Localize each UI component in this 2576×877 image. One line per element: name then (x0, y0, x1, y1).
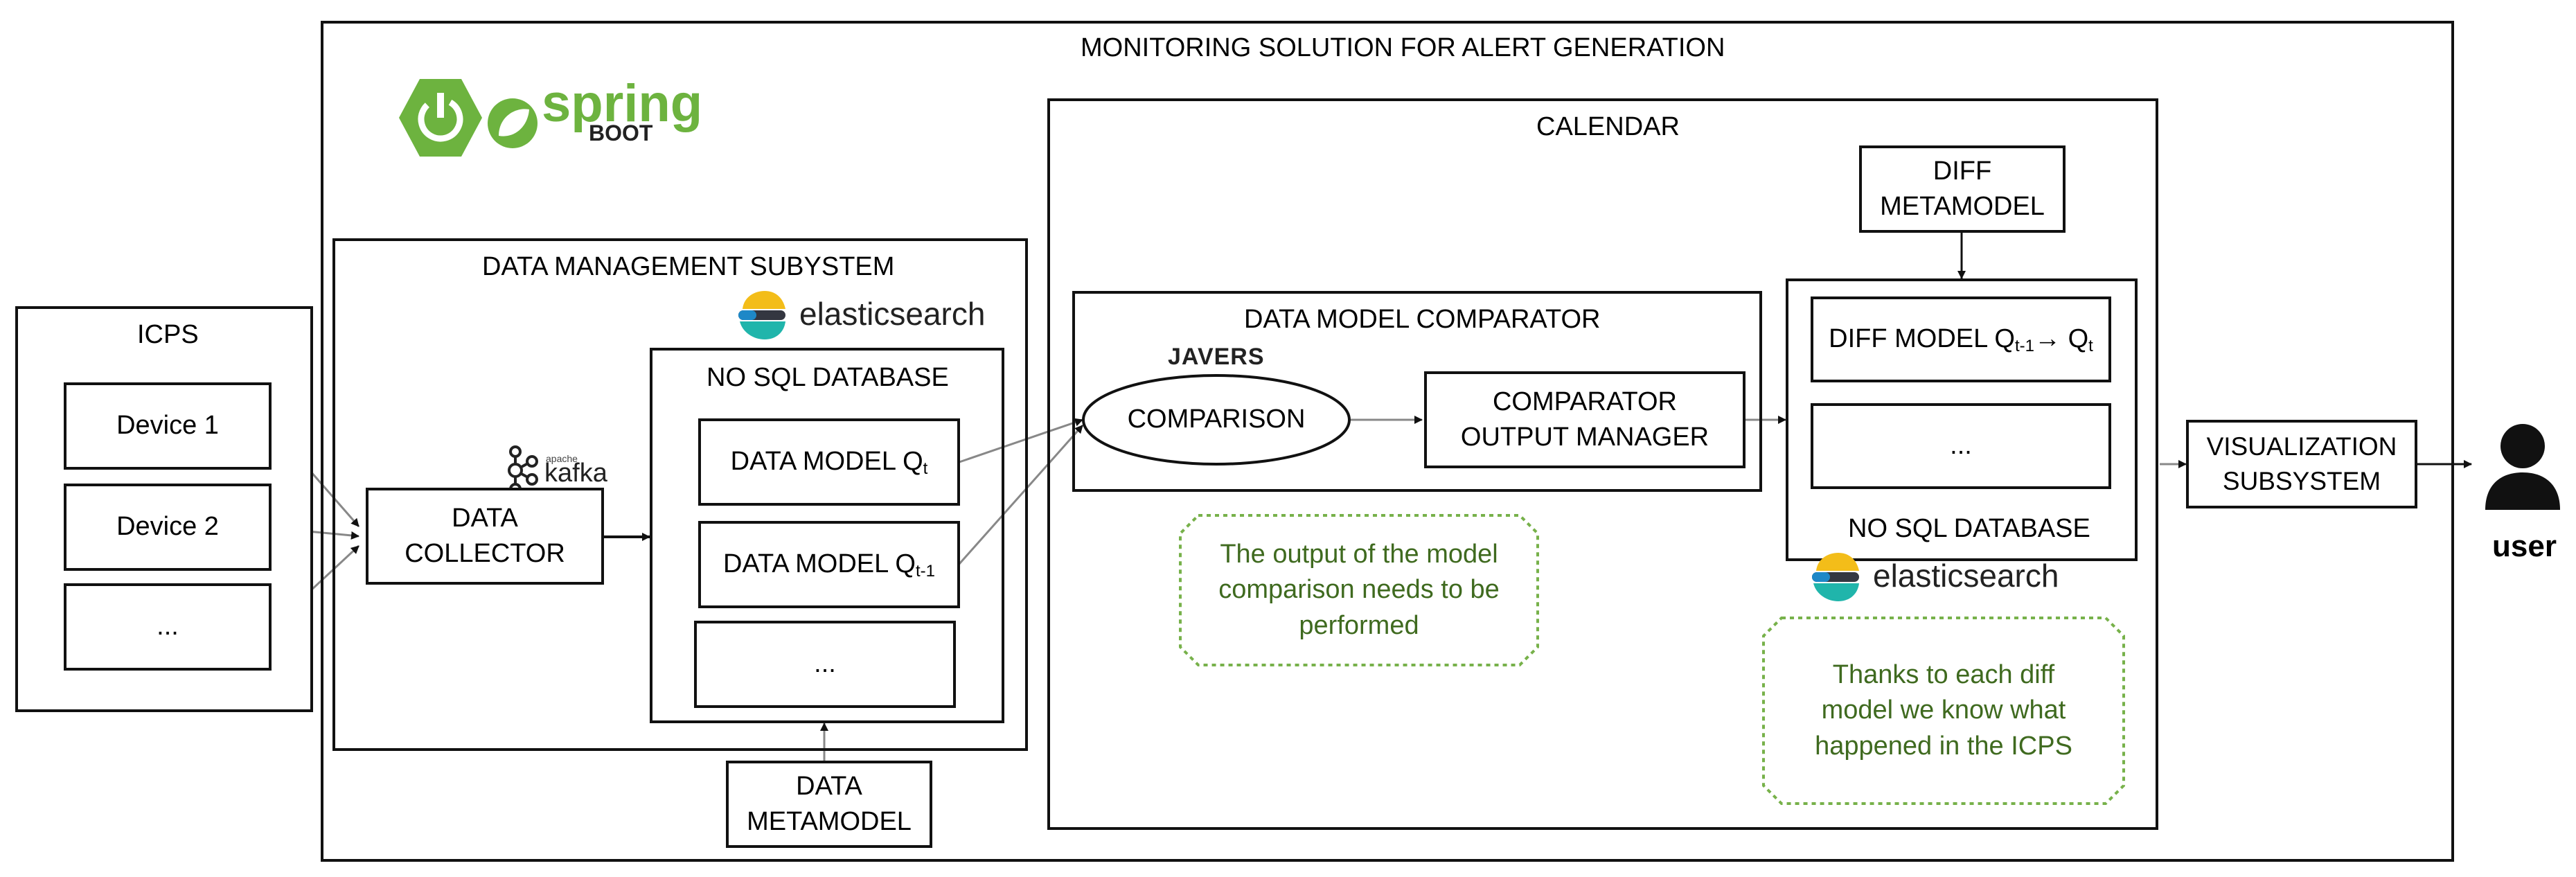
javers-logo: JAVERS (1168, 344, 1265, 371)
diff-more-box: ... (1811, 403, 2111, 489)
user-icon (2485, 424, 2560, 510)
kafka-logo: apache kafka (506, 445, 616, 500)
elasticsearch-text-left: elasticsearch (799, 296, 986, 332)
elasticsearch-logo-right: elasticsearch (1811, 551, 2088, 607)
elasticsearch-icon (738, 291, 785, 339)
diff-more-label: ... (1950, 431, 1972, 461)
comparison-ellipse (1082, 374, 1351, 466)
spring-boot-logo: spring BOOT (395, 74, 703, 165)
diff-metamodel-label: DIFF METAMODEL (1880, 156, 2045, 221)
spring-logo-text: spring (542, 74, 703, 133)
data-model-qt1-label: DATA MODEL Qt-1 (722, 549, 936, 581)
output-manager-box: COMPARATOR OUTPUT MANAGER (1424, 371, 1746, 468)
output-manager-label: COMPARATOR OUTPUT MANAGER (1460, 387, 1709, 452)
javers-text: JAVERS (1168, 344, 1265, 370)
diff-model-box: DIFF MODEL Qt-1→ Qt (1811, 296, 2111, 382)
elasticsearch-text-right: elasticsearch (1873, 558, 2059, 594)
data-model-comparator (1072, 291, 1762, 492)
data-metamodel-label: DATA METAMODEL (747, 771, 912, 836)
comparator-title: DATA MODEL COMPARATOR (1244, 305, 1601, 334)
device-1-box: Device 1 (64, 382, 272, 470)
note-diff-text: Thanks to each diff model we know what h… (1815, 660, 2072, 761)
data-metamodel-box: DATA METAMODEL (726, 761, 932, 848)
kafka-text: kafka (544, 459, 607, 488)
data-model-more-label: ... (814, 649, 836, 679)
visualization-label: VISUALIZATION SUBSYSTEM (2206, 432, 2397, 495)
nosql-database-diff (1786, 278, 2138, 561)
calendar-box (1047, 98, 2158, 830)
arrow-modelqt1-comparison (958, 425, 1084, 565)
icps-title: ICPS (137, 320, 199, 349)
device-1-label: Device 1 (116, 411, 219, 441)
data-management-title: DATA MANAGEMENT SUBYSTEM (482, 252, 895, 281)
data-collector-box: DATA COLLECTOR (366, 488, 604, 585)
device-more-box: ... (64, 583, 272, 671)
note-output-text: The output of the model comparison needs… (1218, 540, 1500, 640)
kafka-prefix-text: apache (546, 453, 578, 464)
data-model-qt-label: DATA MODEL Qt (730, 446, 928, 478)
spring-boot-text: BOOT (589, 121, 653, 145)
nosql-title-left: NO SQL DATABASE (707, 363, 949, 392)
diff-metamodel-box: DIFF METAMODEL (1859, 145, 2066, 233)
nosql-title-diff: NO SQL DATABASE (1848, 514, 2090, 543)
device-2-box: Device 2 (64, 484, 272, 571)
spring-hexagon-icon (399, 79, 538, 157)
data-collector-label: DATA COLLECTOR (405, 503, 565, 568)
kafka-icon (508, 445, 538, 495)
data-management-subsystem (332, 238, 1028, 751)
data-model-more-box: ... (694, 621, 956, 708)
data-model-qt1-box: DATA MODEL Qt-1 (698, 521, 960, 608)
diff-model-label: DIFF MODEL Qt-1→ Qt (1829, 324, 2093, 355)
main-title: MONITORING SOLUTION FOR ALERT GENERATION (1081, 33, 1725, 62)
device-2-label: Device 2 (116, 512, 219, 542)
nosql-database-left (650, 348, 1004, 723)
arrow-modelqt-comparison (959, 418, 1083, 463)
calendar-title: CALENDAR (1536, 112, 1680, 141)
device-more-label: ... (157, 612, 179, 641)
comparison-label: COMPARISON (1127, 405, 1306, 434)
visualization-subsystem-box: VISUALIZATION SUBSYSTEM (2186, 420, 2417, 508)
monitoring-solution-container (321, 21, 2454, 862)
user-label: user (2492, 529, 2557, 563)
data-model-qt-box: DATA MODEL Qt (698, 418, 960, 506)
elasticsearch-icon (1812, 553, 1859, 601)
elasticsearch-logo-left: elasticsearch (737, 290, 1014, 345)
